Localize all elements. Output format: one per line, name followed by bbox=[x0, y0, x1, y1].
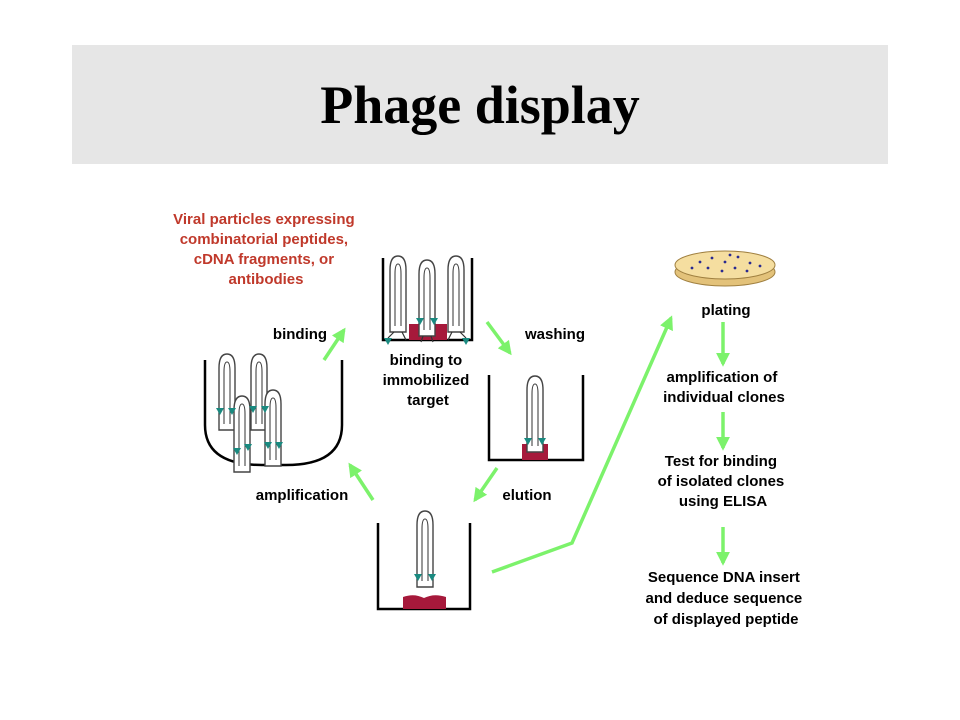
intro-line: Viral particles expressing bbox=[173, 211, 355, 228]
elution-arrow bbox=[473, 467, 499, 503]
phage-particle bbox=[447, 255, 465, 333]
washing-label: washing bbox=[524, 326, 585, 343]
test-binding-line: Test for binding bbox=[665, 453, 777, 470]
amplification-label: amplification bbox=[256, 487, 349, 504]
plating-arrow bbox=[491, 315, 673, 574]
binding-arrow bbox=[322, 327, 346, 361]
plating-label: plating bbox=[701, 302, 750, 319]
binding-target-line: immobilized bbox=[383, 372, 470, 389]
petri-dish bbox=[674, 250, 776, 287]
test-binding-line: of isolated clones bbox=[658, 473, 785, 490]
sequence-line: Sequence DNA insert bbox=[648, 569, 800, 586]
test-binding-line: using ELISA bbox=[679, 493, 768, 510]
sequence-label: Sequence DNA insert and deduce sequence … bbox=[646, 569, 807, 628]
binding-target-line: binding to bbox=[390, 352, 462, 369]
amplification-arrow bbox=[348, 462, 375, 501]
test-binding-label: Test for binding of isolated clones usin… bbox=[658, 453, 789, 510]
elution-label: elution bbox=[502, 487, 551, 504]
amplification-clones-line: individual clones bbox=[663, 389, 785, 406]
phage-particle bbox=[264, 389, 282, 467]
amplification-clones-line: amplification of bbox=[666, 369, 778, 386]
colony-dots bbox=[690, 253, 762, 273]
washing-arrow bbox=[485, 320, 512, 356]
phage-particle bbox=[233, 395, 251, 473]
sequence-line: of displayed peptide bbox=[653, 611, 798, 628]
intro-line: cDNA fragments, or bbox=[194, 251, 334, 268]
page-title: Phage display bbox=[320, 75, 640, 135]
binding-container bbox=[381, 255, 474, 345]
phage-particle bbox=[218, 353, 236, 431]
binding-target-label: binding to immobilized target bbox=[383, 352, 474, 409]
amplification-clones-label: amplification of individual clones bbox=[663, 369, 785, 406]
binding-target-line: target bbox=[407, 392, 449, 409]
title-band: Phage display bbox=[72, 45, 888, 164]
elution-container bbox=[376, 510, 472, 611]
intro-text: Viral particles expressing combinatorial… bbox=[173, 211, 359, 288]
phage-particle bbox=[389, 255, 407, 333]
cycle-arrows bbox=[322, 315, 730, 574]
eluted-target bbox=[403, 595, 446, 609]
phage-particle bbox=[418, 259, 436, 337]
washing-container bbox=[487, 375, 585, 462]
amplification-beaker bbox=[203, 353, 344, 473]
intro-line: antibodies bbox=[228, 271, 303, 288]
intro-line: combinatorial peptides, bbox=[180, 231, 348, 248]
binding-label: binding bbox=[273, 326, 327, 343]
sequence-line: and deduce sequence bbox=[646, 590, 803, 607]
